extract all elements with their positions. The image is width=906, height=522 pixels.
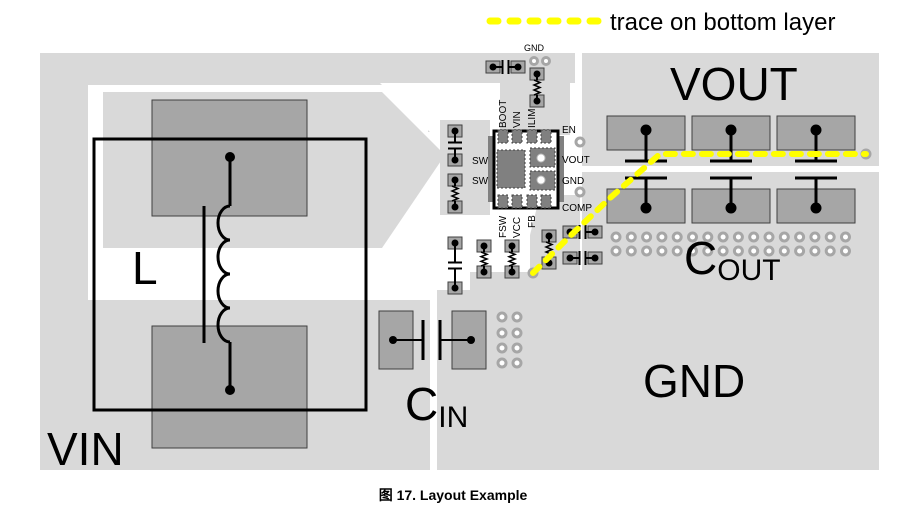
- via: [732, 231, 744, 243]
- via: [748, 231, 760, 243]
- gnd-small-label: GND: [524, 43, 545, 53]
- pin-label-boot: BOOT: [498, 100, 509, 128]
- via: [641, 245, 653, 257]
- pin-label-sw-2: SW: [472, 176, 489, 187]
- inductor-symbol: [202, 152, 235, 395]
- via: [687, 231, 698, 243]
- cout-capacitors: [606, 115, 856, 224]
- via: [763, 231, 775, 243]
- via: [717, 231, 729, 243]
- via: [625, 231, 637, 243]
- via: [794, 245, 806, 257]
- via: [656, 231, 668, 243]
- via: [717, 245, 729, 257]
- pin-label-gnd: GND: [562, 176, 584, 187]
- bottom-layer-trace: [530, 151, 869, 276]
- via: [809, 245, 821, 257]
- inductor-label: L: [132, 242, 158, 294]
- via: [824, 245, 836, 257]
- vout-label: VOUT: [670, 58, 798, 110]
- pin-label-vin: VIN: [512, 111, 523, 128]
- via: [610, 245, 622, 257]
- via: [809, 231, 821, 243]
- cin-capacitor: [378, 310, 487, 370]
- via: [625, 245, 637, 257]
- via: [778, 245, 790, 257]
- pin-label-sw-1: SW: [472, 156, 489, 167]
- pin-label-comp: COMP: [562, 203, 592, 214]
- pin-label-vcc: VCC: [512, 217, 523, 238]
- gnd-label: GND: [643, 355, 745, 407]
- pin-label-fsw: FSW: [498, 215, 509, 238]
- pin-label-ilim: ILIM: [527, 109, 538, 128]
- figure-caption: 图 17. Layout Example: [378, 487, 528, 503]
- cout-label: COUT: [684, 232, 781, 287]
- pin-label-vout: VOUT: [562, 155, 590, 166]
- via: [656, 245, 668, 257]
- via: [732, 245, 744, 257]
- via: [671, 245, 683, 257]
- via: [748, 245, 760, 257]
- via: [610, 231, 622, 243]
- ic-package: [488, 129, 564, 210]
- legend-label: trace on bottom layer: [610, 9, 835, 36]
- via: [763, 245, 775, 257]
- via: [794, 231, 806, 243]
- pin-label-en: EN: [562, 125, 576, 136]
- vin-label: VIN: [47, 423, 124, 475]
- via: [702, 245, 714, 257]
- cin-label: CIN: [405, 378, 468, 434]
- inductor-outline: [92, 137, 368, 412]
- via: [641, 231, 653, 243]
- via: [840, 231, 851, 243]
- cout-vias: [610, 231, 851, 257]
- via: [824, 231, 836, 243]
- cin-vias: [496, 311, 523, 369]
- pin-label-fb: FB: [527, 215, 538, 228]
- via: [778, 231, 790, 243]
- via: [702, 231, 714, 243]
- via: [671, 231, 683, 243]
- via: [687, 245, 698, 257]
- legend: trace on bottom layer: [486, 9, 835, 36]
- via: [840, 245, 851, 257]
- small-components: [447, 60, 603, 295]
